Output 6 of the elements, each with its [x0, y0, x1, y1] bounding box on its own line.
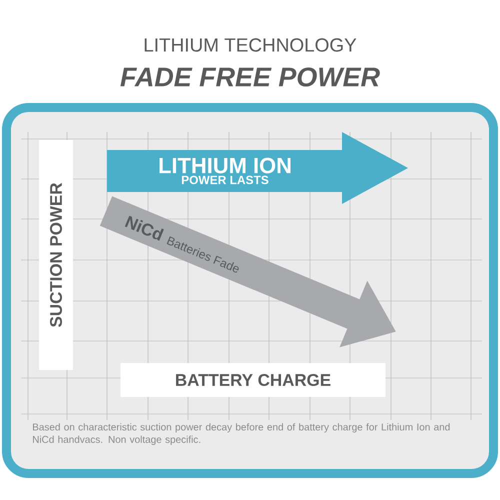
axis-label: SUCTION POWER — [39, 140, 73, 370]
axis-label: BATTERY CHARGE — [120, 363, 386, 397]
arrow-banner: LITHIUM ION POWER LASTS — [107, 132, 408, 204]
subtitle: FADE FREE POWER — [120, 67, 380, 87]
footnote: Based on characteristic suction power decay before end of battery charge for Lithium Ion and NiCd handvacs. Non voltage specific. — [33, 423, 450, 445]
title: LITHIUM TECHNOLOGY — [144, 38, 356, 52]
